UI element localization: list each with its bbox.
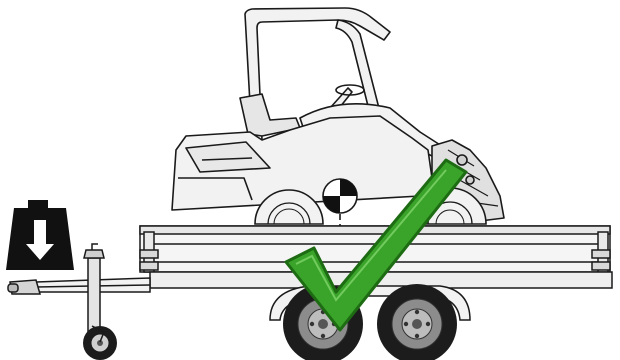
jockey-wheel-post xyxy=(88,258,100,332)
tongue-weight-down-arrow-icon xyxy=(6,200,74,270)
jockey-wheel xyxy=(83,326,117,360)
